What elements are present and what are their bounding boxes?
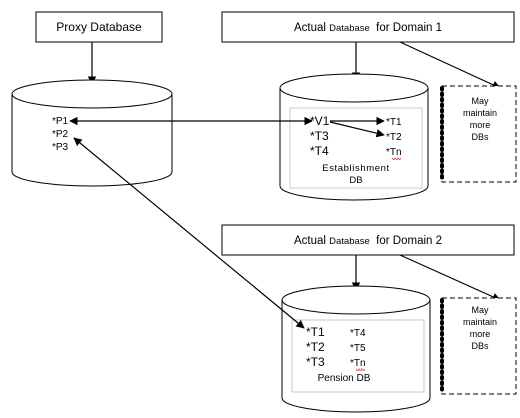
domain1-note-line1: May <box>471 96 489 106</box>
domain2-note-line2: maintain <box>463 317 497 327</box>
proxy-database-title: Proxy Database <box>56 20 142 34</box>
domain2-cell-t2: *T2 <box>306 340 325 354</box>
proxy-database-box <box>35 11 163 43</box>
domain1-more-arrow <box>399 41 501 89</box>
domain2-cell-t5: *T5 <box>350 343 366 354</box>
establishment-db-label-2: DB <box>349 175 362 186</box>
establishment-db-label-1: Establishment <box>322 163 389 174</box>
domain1-cell-t1: *T1 <box>386 117 402 128</box>
domain2-cell-t1: *T1 <box>306 325 325 339</box>
domain1-cell-t3: *T3 <box>310 129 329 143</box>
v1-to-t2-arrow <box>329 121 385 138</box>
domain2-note-line4: DBs <box>471 341 489 351</box>
pension-db-label: Pension DB <box>318 373 371 384</box>
domain2-cell-t3: *T3 <box>306 355 325 369</box>
domain2-more-dbs-box <box>441 297 517 395</box>
domain2-more-arrow <box>399 254 501 301</box>
domain1-tn-squiggle <box>391 157 402 160</box>
domain1-cell-tn: *Tn <box>386 147 402 158</box>
domain1-cell-v1: *V1 <box>310 114 330 128</box>
proxy-entry-p2: *P2 <box>52 129 69 140</box>
domain2-note-line1: May <box>471 305 489 315</box>
domain1-more-dbs-box <box>441 85 517 183</box>
domain2-cell-tn: *Tn <box>350 358 366 369</box>
domain1-note-line4: DBs <box>471 132 489 142</box>
pension-db-inner-box <box>291 319 425 393</box>
domain1-note-line2: maintain <box>463 108 497 118</box>
domain2-tn-squiggle <box>355 368 366 371</box>
domain1-title: Actual Database for Domain 1 <box>294 22 442 34</box>
domain1-cell-t4: *T4 <box>310 144 329 158</box>
proxy-entry-p1: *P1 <box>52 116 69 127</box>
p3-pension-t1-link-arrow <box>73 137 305 329</box>
domain2-note-line3: more <box>470 329 491 339</box>
domain2-cell-t4: *T4 <box>350 328 366 339</box>
domain1-header-box <box>221 11 515 43</box>
domain1-note-line3: more <box>470 120 491 130</box>
domain2-title: Actual Database for Domain 2 <box>294 235 442 247</box>
proxy-database-cylinder <box>11 79 173 187</box>
domain1-cell-t2: *T2 <box>386 132 402 143</box>
proxy-entry-p3: *P3 <box>52 142 69 153</box>
